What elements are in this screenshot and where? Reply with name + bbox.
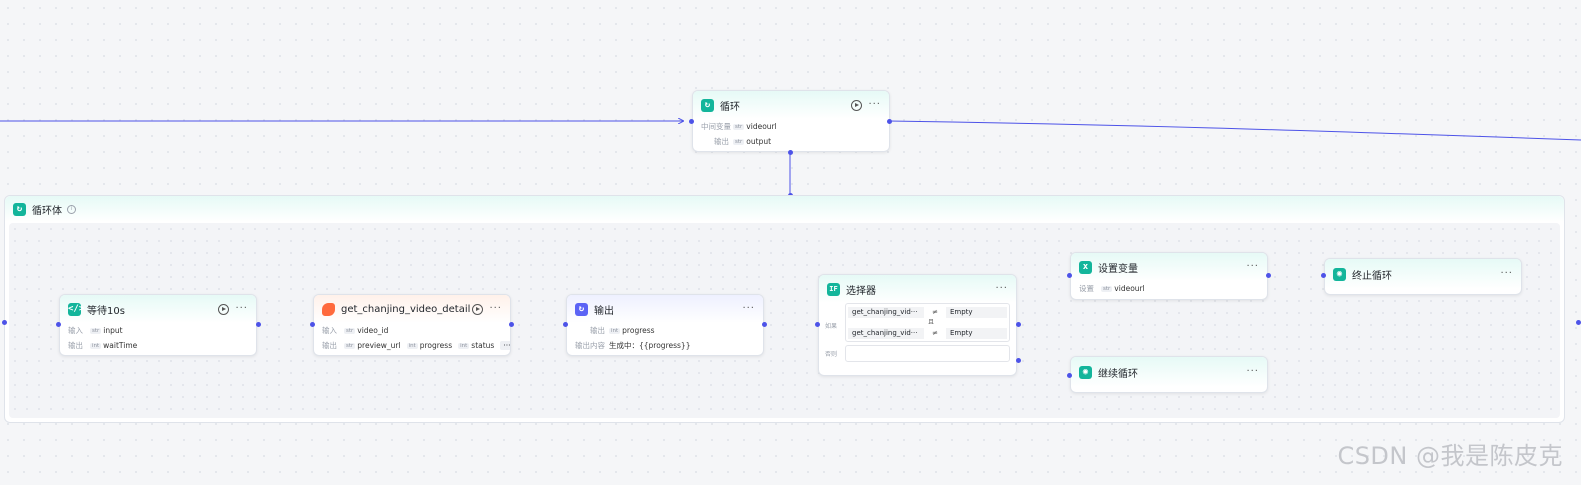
output-node-title: 输出 — [594, 305, 614, 317]
code-icon: </> — [68, 302, 85, 316]
condition-row[interactable]: get_chanjing_vid··· ≠ Empty — [848, 306, 1007, 318]
output-out-port[interactable] — [762, 322, 767, 327]
more-icon[interactable]: ··· — [868, 99, 881, 110]
more-icon[interactable]: ··· — [1246, 261, 1259, 272]
output-content: 生成中：{{progress}} — [609, 341, 691, 350]
field-label: 输出 — [714, 137, 729, 146]
run-icon[interactable] — [472, 303, 484, 315]
body-left-port[interactable] — [2, 320, 7, 325]
break-node-title: 终止循环 — [1352, 270, 1392, 282]
more-icon[interactable]: ··· — [995, 283, 1008, 294]
else-box[interactable] — [845, 345, 1010, 362]
and-joiner[interactable]: 且 — [928, 319, 935, 326]
break-in-port[interactable] — [1321, 273, 1326, 278]
info-icon[interactable]: i — [67, 204, 76, 214]
more-icon[interactable]: ··· — [742, 303, 755, 314]
continue-node-title: 继续循环 — [1098, 368, 1138, 380]
loop-body-icon: ↻ — [13, 202, 26, 216]
field-label: 输出内容 — [575, 341, 605, 350]
stop-icon: ◉ — [1333, 267, 1346, 281]
loop-icon: ↻ — [701, 98, 714, 112]
selector-node-title: 选择器 — [846, 285, 876, 297]
selector-else-port[interactable] — [1016, 358, 1021, 363]
setvar-in-port[interactable] — [1067, 273, 1072, 278]
if-icon: IF — [827, 282, 840, 296]
field-label: 输出 — [68, 341, 83, 350]
break-node[interactable]: ◉ 终止循环 ··· — [1324, 258, 1522, 295]
field-label: 输入 — [322, 326, 337, 335]
run-icon[interactable] — [218, 303, 230, 315]
field-label: 中间变量 — [701, 122, 731, 131]
loop-body-canvas — [9, 223, 1560, 418]
wait-in-port[interactable] — [56, 322, 61, 327]
field-label: 输入 — [68, 326, 83, 335]
loop-body-container[interactable]: ↻ 循环体 i — [4, 195, 1565, 423]
selector-node[interactable]: IF 选择器 ··· 如果 get_chanjing_vid··· ≠ Empt… — [818, 274, 1017, 376]
wire-loop-out — [886, 120, 1581, 141]
field-label: 输出 — [322, 341, 337, 350]
selector-if-port[interactable] — [1016, 322, 1021, 327]
loop-body-title: 循环体 — [32, 205, 62, 217]
else-label: 否则 — [825, 351, 838, 358]
loop-node-title: 循环 — [720, 101, 740, 113]
more-icon[interactable]: ··· — [235, 303, 248, 314]
field-label: 输出 — [590, 326, 605, 335]
body-right-port[interactable] — [1576, 320, 1581, 325]
condition-row[interactable]: get_chanjing_vid··· ≠ Empty — [848, 327, 1007, 339]
continue-icon: ◉ — [1079, 365, 1092, 379]
run-icon[interactable] — [851, 99, 863, 111]
more-icon[interactable]: ··· — [1246, 366, 1259, 377]
setvar-out-port[interactable] — [1266, 273, 1271, 278]
plugin-in-port[interactable] — [310, 322, 315, 327]
if-label: 如果 — [825, 323, 838, 330]
wait-out-port[interactable] — [256, 322, 261, 327]
selector-in-port[interactable] — [815, 322, 820, 327]
loop-in-port[interactable] — [689, 119, 694, 124]
variable-icon: x — [1079, 260, 1092, 274]
overflow-chip[interactable]: ··· — [500, 341, 510, 350]
loop-out-port[interactable] — [887, 119, 892, 124]
field-label: 设置 — [1079, 284, 1094, 293]
plugin-node-title: get_chanjing_video_detail — [341, 303, 471, 315]
setvar-node-title: 设置变量 — [1098, 263, 1138, 275]
watermark: CSDN @我是陈皮克 — [1337, 442, 1563, 470]
more-icon[interactable]: ··· — [489, 303, 502, 314]
plugin-icon — [322, 302, 335, 316]
wait-node-title: 等待10s — [87, 305, 125, 317]
loop-body-port[interactable] — [788, 150, 793, 155]
output-in-port[interactable] — [563, 322, 568, 327]
plugin-out-port[interactable] — [509, 322, 514, 327]
continue-in-port[interactable] — [1067, 373, 1072, 378]
output-icon: ↻ — [575, 302, 588, 316]
continue-node[interactable]: ◉ 继续循环 ··· — [1070, 356, 1268, 393]
more-icon[interactable]: ··· — [1500, 268, 1513, 279]
